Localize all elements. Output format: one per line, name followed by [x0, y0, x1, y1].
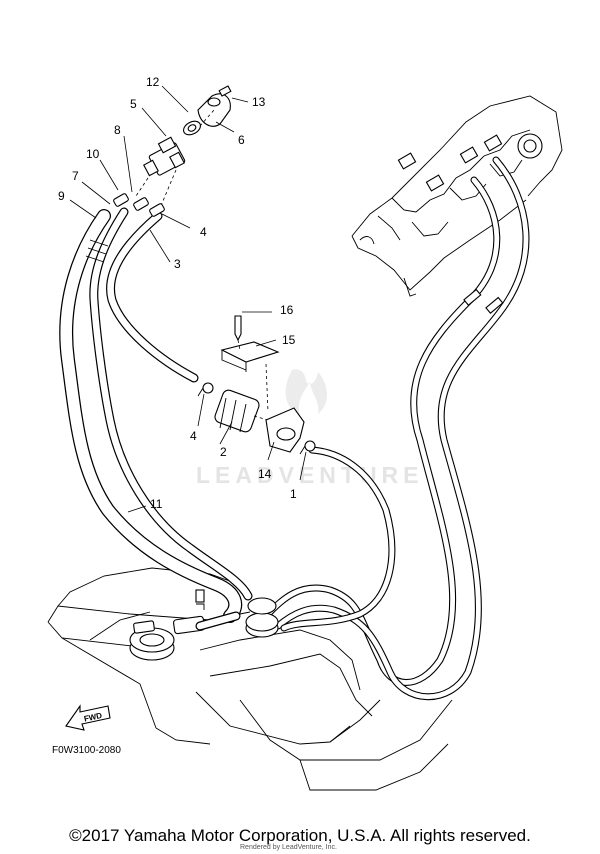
callout-12: 12: [146, 75, 160, 89]
callout-15: 15: [282, 333, 296, 347]
fuel-line-1: [280, 446, 396, 632]
rendered-by-credit: Rendered by LeadVenture, Inc.: [240, 844, 337, 851]
hull-deck: [47, 567, 453, 791]
callout-6: 6: [238, 133, 245, 147]
fwd-arrow: FWD: [65, 704, 111, 731]
callout-16: 16: [280, 303, 294, 317]
callout-4-mid: 4: [190, 429, 197, 443]
callout-13: 13: [252, 95, 266, 109]
leader-lines: [69, 85, 307, 513]
copyright-notice: ©2017 Yamaha Motor Corporation, U.S.A. A…: [69, 826, 531, 845]
watermark: LEADVENTURE: [196, 369, 424, 488]
callout-14: 14: [258, 467, 272, 481]
callout-11: 11: [150, 497, 163, 511]
diagram-code: F0W3100-2080: [52, 745, 121, 756]
callout-8: 8: [114, 123, 121, 137]
callout-10: 10: [86, 147, 100, 161]
engine-hoses: [266, 156, 530, 701]
callout-9: 9: [58, 189, 65, 203]
hose-3: [106, 211, 199, 383]
callout-5: 5: [130, 97, 137, 111]
callout-1: 1: [290, 487, 297, 501]
hose-11: [59, 207, 253, 623]
watermark-text: LEADVENTURE: [196, 462, 424, 488]
callout-3: 3: [174, 257, 181, 271]
callout-2: 2: [220, 445, 227, 459]
callout-7: 7: [72, 169, 79, 183]
filter-assembly: [197, 315, 316, 455]
engine-block: [351, 95, 563, 297]
fwd-label: FWD: [83, 711, 103, 724]
callout-4-top: 4: [200, 225, 207, 239]
lower-fittings: [129, 589, 279, 661]
top-assembly: [113, 85, 232, 217]
callouts: 12 13 5 6 8 10 7 9 4 3 16 15 4 2 14 1 11: [58, 75, 297, 511]
